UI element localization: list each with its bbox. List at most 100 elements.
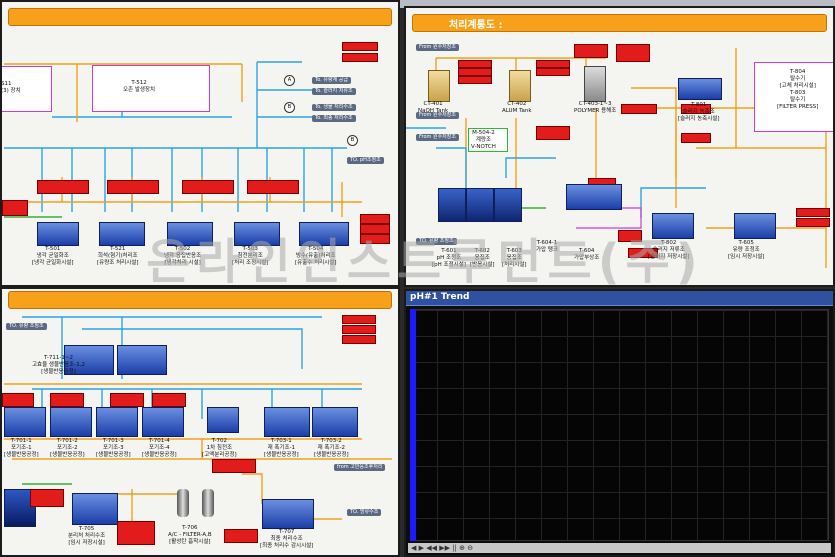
scrubber-label: S11 (3) 장치 <box>1 81 21 94</box>
alarm-indicator[interactable] <box>152 393 186 407</box>
alarm-indicator[interactable] <box>360 224 390 234</box>
tank-t711[interactable] <box>64 345 114 375</box>
tag-from-raw3[interactable]: From 원수저장조 <box>416 134 459 141</box>
tank-t601[interactable] <box>438 188 466 222</box>
ozone-generator-label: T-512 오존 발생장치 <box>123 80 156 93</box>
tag-flow-supply[interactable]: To. 유량계 공급 <box>312 77 351 84</box>
tank-t502[interactable] <box>167 222 213 246</box>
alarm-indicator[interactable] <box>342 42 378 51</box>
chem-tank-naoh-label: CT-401 NaOH Tank <box>418 101 449 114</box>
tank-t521[interactable] <box>99 222 145 246</box>
alarm-indicator[interactable] <box>224 529 258 543</box>
tank-t602[interactable] <box>466 188 494 222</box>
alarm-indicator[interactable] <box>342 335 376 344</box>
alarm-indicator[interactable] <box>458 60 492 68</box>
alarm-indicator[interactable] <box>247 180 299 194</box>
tank-t701-4[interactable] <box>142 407 184 437</box>
piping-lines <box>4 61 382 218</box>
alarm-indicator[interactable] <box>30 489 64 507</box>
tag-from-raw2[interactable]: From 원수저장조 <box>416 112 459 119</box>
alarm-indicator[interactable] <box>50 393 84 407</box>
alarm-indicator[interactable] <box>37 180 89 194</box>
alarm-indicator[interactable] <box>458 68 492 76</box>
tag-to-discharge[interactable]: TO. 방류수조 <box>347 509 382 516</box>
tank-t711b[interactable] <box>117 345 167 375</box>
alarm-indicator[interactable] <box>360 234 390 244</box>
tag-sludge[interactable]: To. 슬러지 저류조 <box>312 88 356 95</box>
alarm-indicator[interactable] <box>628 248 658 258</box>
tag-to-flow[interactable]: TO. 유량 조정조 <box>6 323 47 330</box>
dewatering-label: T-804 탈수기 [고체 처리시설] T-803 탈수기 [FILTER PR… <box>777 69 819 110</box>
alarm-indicator[interactable] <box>681 104 711 114</box>
tank-pressure-label: T-604-1 가압 탱크 <box>536 240 558 253</box>
tank-t701-2[interactable] <box>50 407 92 437</box>
alarm-indicator[interactable] <box>342 325 376 334</box>
tank-t504[interactable] <box>299 222 349 246</box>
alarm-indicator[interactable] <box>796 218 830 227</box>
tag-to-flow[interactable]: TO. 유량 조정조 <box>416 238 457 245</box>
alarm-indicator[interactable] <box>342 315 376 324</box>
tag-final[interactable]: To. 최종 처리수조 <box>312 115 356 122</box>
filter-a[interactable] <box>177 489 189 517</box>
alarm-indicator[interactable] <box>182 180 234 194</box>
tank-t603[interactable] <box>494 188 522 222</box>
dewatering-box[interactable]: T-804 탈수기 [고체 처리시설] T-803 탈수기 [FILTER PR… <box>754 62 833 132</box>
tag-ph[interactable]: TO. pH조정조 <box>347 157 384 164</box>
tank-pressure[interactable] <box>566 184 622 210</box>
filter-b[interactable] <box>202 489 214 517</box>
tag-bio[interactable]: To. 생물 처리수조 <box>312 104 356 111</box>
tank-t701-1[interactable] <box>4 407 46 437</box>
alarm-indicator[interactable] <box>107 180 159 194</box>
trend-title: pH#1 Trend <box>410 292 470 302</box>
v-notch-box[interactable]: M-504-2 계량조 V-NOTCH <box>468 128 508 152</box>
scrubber-box[interactable]: S11 (3) 장치 <box>1 66 52 112</box>
tank-t701-3[interactable] <box>96 407 138 437</box>
tank-t703-2[interactable] <box>312 407 358 437</box>
alarm-indicator[interactable] <box>681 133 711 143</box>
alarm-indicator[interactable] <box>616 44 650 62</box>
window-menu-strip <box>400 0 835 8</box>
alarm-indicator[interactable] <box>621 104 657 114</box>
alarm-indicator[interactable] <box>360 214 390 224</box>
trend-chart-area[interactable] <box>410 309 829 541</box>
tank-t703-1[interactable] <box>264 407 310 437</box>
alarm-indicator[interactable] <box>536 60 570 68</box>
tank-t605[interactable] <box>734 213 776 239</box>
alarm-indicator[interactable] <box>536 126 570 140</box>
alarm-indicator[interactable] <box>574 44 608 58</box>
chem-tank-alum[interactable] <box>509 70 531 102</box>
marker-a: A <box>284 75 295 86</box>
alarm-indicator[interactable] <box>342 53 378 62</box>
alarm-indicator[interactable] <box>2 393 34 407</box>
tank-t801[interactable] <box>678 78 722 100</box>
alarm-indicator[interactable] <box>618 230 642 242</box>
tank-t707[interactable] <box>262 499 314 529</box>
ozone-generator-box[interactable]: T-512 오존 발생장치 <box>92 65 210 112</box>
alarm-indicator[interactable] <box>2 200 28 216</box>
alarm-indicator[interactable] <box>117 521 155 545</box>
trend-toolbar[interactable]: ◀ ▶ ◀◀ ▶▶ || ⊕ ⊖ <box>408 543 831 553</box>
marker-b2: B <box>347 135 358 146</box>
chem-tank-naoh[interactable] <box>428 70 450 102</box>
tank-daf-label: T-604 가압부상조 <box>574 248 600 261</box>
tank-t705[interactable] <box>72 493 118 525</box>
alarm-indicator[interactable] <box>796 208 830 217</box>
chem-tank-polymer[interactable] <box>584 66 606 102</box>
tag-from-high[interactable]: from 고반응조후처리 <box>334 464 386 471</box>
alarm-indicator[interactable] <box>458 76 492 84</box>
pane-top-right: 처리계통도 : CT-401 NaOH Tank CT-402 ALUM Tan… <box>404 6 835 287</box>
tag-from-raw[interactable]: From 원수저장조 <box>416 44 459 51</box>
alarm-indicator[interactable] <box>212 459 256 473</box>
tank-t702[interactable] <box>207 407 239 433</box>
tank-t802[interactable] <box>652 213 694 239</box>
alarm-indicator[interactable] <box>110 393 144 407</box>
tank-t503[interactable] <box>234 222 280 246</box>
tank-t501[interactable] <box>37 222 79 246</box>
alarm-indicator[interactable] <box>536 68 570 76</box>
